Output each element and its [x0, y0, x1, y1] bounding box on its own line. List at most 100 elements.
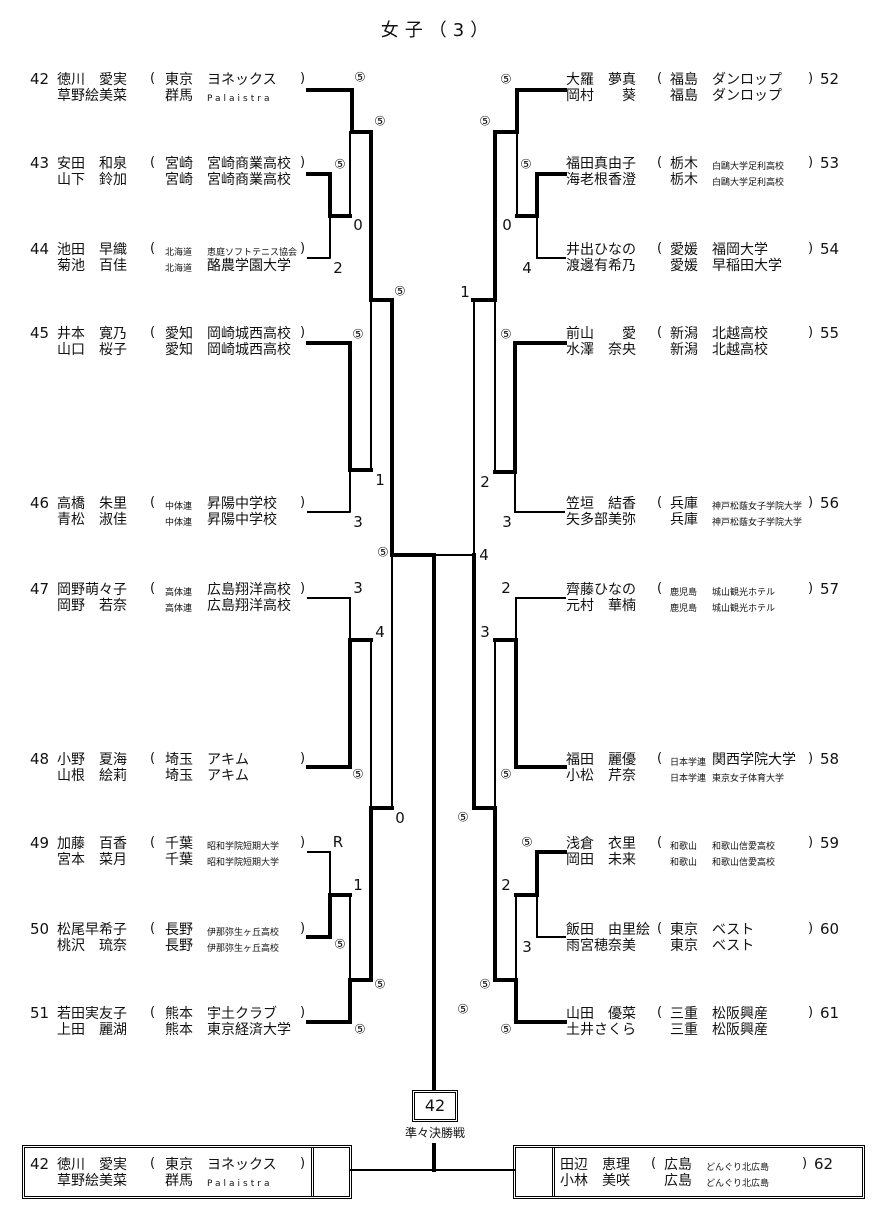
- paren-open: (: [657, 155, 663, 170]
- paren-open: (: [657, 241, 663, 256]
- paren-open: (: [150, 835, 156, 850]
- paren-open: (: [657, 921, 663, 936]
- club-name: 東京女子体育大学: [712, 774, 785, 784]
- club-name: 福岡大学: [712, 242, 768, 258]
- match-score: 3: [522, 938, 532, 956]
- match-score: ⑤: [334, 937, 346, 953]
- player-name: 青松 淑佳: [57, 512, 127, 528]
- prefecture: 埼玉: [165, 752, 193, 768]
- match-score: ⑤: [500, 327, 512, 343]
- prefecture: 東京: [670, 922, 698, 938]
- match-score: 2: [333, 259, 343, 277]
- player-name: 徳川 愛実: [57, 1157, 127, 1173]
- paren-open: (: [150, 71, 156, 86]
- paren-open: (: [657, 835, 663, 850]
- paren-close: ): [300, 71, 306, 86]
- player-name: 小松 芹奈: [566, 768, 636, 784]
- prefecture: 熊本: [165, 1006, 193, 1022]
- player-name: 徳川 愛実: [57, 72, 127, 88]
- final-left-divider: [311, 1148, 314, 1196]
- prefecture: 中体連: [165, 502, 193, 512]
- match-score: ⑤: [520, 157, 532, 173]
- club-name: 広島翔洋高校: [207, 598, 291, 614]
- match-score: 3: [480, 623, 490, 641]
- paren-open: (: [150, 241, 156, 256]
- prefecture: 兵庫: [670, 496, 698, 512]
- club-name: 早稲田大学: [712, 258, 782, 274]
- match-score: ⑤: [377, 545, 389, 561]
- club-name: ヨネックス: [207, 1157, 277, 1173]
- entry-number: 60: [820, 920, 840, 938]
- club-name: 神戸松蔭女子学院大学: [712, 502, 803, 512]
- club-name: 関西学院大学: [712, 752, 796, 768]
- paren-close: ): [300, 835, 306, 850]
- match-score: 0: [353, 216, 363, 234]
- player-name: 田辺 恵理: [560, 1157, 630, 1173]
- player-name: 齊藤ひなの: [566, 582, 636, 598]
- club-name: 昭和学院短期大学: [207, 858, 280, 868]
- match-score: 1: [375, 471, 385, 489]
- prefecture: 長野: [165, 938, 193, 954]
- paren-open: (: [150, 1005, 156, 1020]
- player-name: 福田真由子: [566, 156, 636, 172]
- entry-number: 61: [820, 1004, 840, 1022]
- prefecture: 愛媛: [670, 258, 698, 274]
- match-score: ⑤: [457, 1002, 469, 1018]
- player-name: 岡野萌々子: [57, 582, 127, 598]
- club-name: ダンロップ: [712, 88, 782, 104]
- prefecture: 広島: [664, 1157, 692, 1173]
- player-name: 加藤 百香: [57, 836, 127, 852]
- entry-number: 57: [820, 580, 840, 598]
- paren-close: ): [808, 751, 814, 766]
- player-name: 海老根香澄: [566, 172, 636, 188]
- player-name: 水澤 奈央: [566, 342, 636, 358]
- club-name: 東京経済大学: [207, 1022, 291, 1038]
- entry-number: 45: [30, 324, 50, 342]
- paren-close: ): [808, 581, 814, 596]
- prefecture: 鹿児島: [670, 588, 698, 598]
- paren-close: ): [300, 581, 306, 596]
- paren-close: ): [300, 1005, 306, 1020]
- match-score: 2: [501, 579, 511, 597]
- paren-open: (: [657, 581, 663, 596]
- player-name: 岡田 未来: [566, 852, 636, 868]
- match-score: ⑤: [394, 284, 406, 300]
- player-name: 大羅 夢真: [566, 72, 636, 88]
- paren-close: ): [300, 495, 306, 510]
- prefecture: 鹿児島: [670, 604, 698, 614]
- club-name: 白鷗大学足利高校: [712, 178, 785, 188]
- paren-open: (: [657, 71, 663, 86]
- player-name: 草野絵美菜: [57, 1173, 127, 1189]
- prefecture: 日本学連: [670, 774, 707, 784]
- player-name: 草野絵美菜: [57, 88, 127, 104]
- match-score: ⑤: [374, 977, 386, 993]
- match-score: 4: [522, 259, 532, 277]
- paren-close: ): [808, 1005, 814, 1020]
- prefecture: 長野: [165, 922, 193, 938]
- club-name: 恵庭ソフトテニス協会: [207, 248, 298, 258]
- club-name: 岡崎城西高校: [207, 326, 291, 342]
- paren-close: ): [808, 241, 814, 256]
- player-name: 小林 美咲: [560, 1173, 630, 1189]
- player-name: 矢多部美弥: [566, 512, 636, 528]
- prefecture: 和歌山: [670, 842, 698, 852]
- club-name: 昇陽中学校: [207, 512, 277, 528]
- paren-close: ): [808, 835, 814, 850]
- paren-open: (: [651, 1156, 657, 1171]
- prefecture: 中体連: [165, 518, 193, 528]
- match-score: 2: [501, 876, 511, 894]
- entry-number: 44: [30, 240, 50, 258]
- match-score: 3: [502, 513, 512, 531]
- prefecture: 和歌山: [670, 858, 698, 868]
- entry-number: 52: [820, 70, 840, 88]
- player-name: 浅倉 衣里: [566, 836, 636, 852]
- prefecture: 三重: [670, 1022, 698, 1038]
